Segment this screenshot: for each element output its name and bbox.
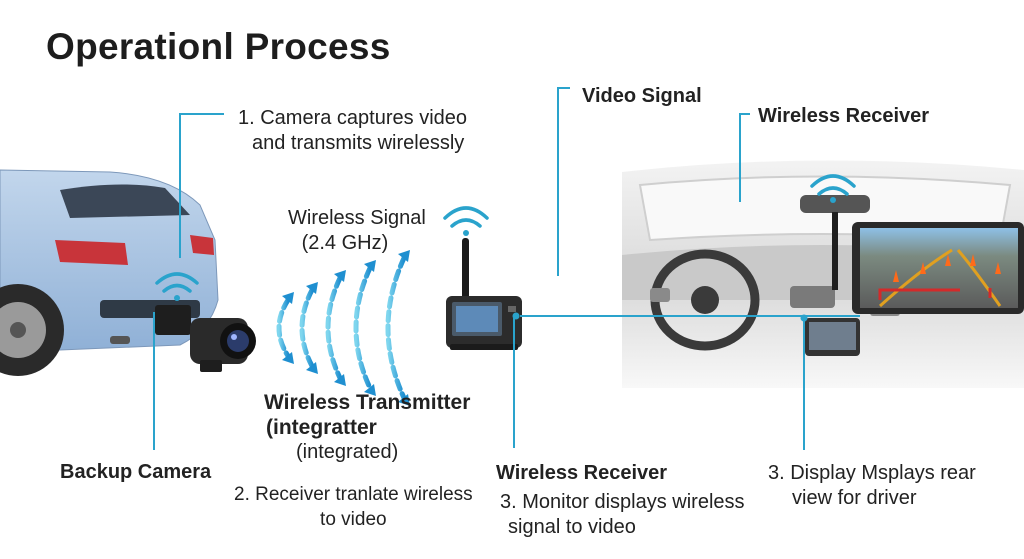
page-title: Operationl Process (46, 26, 391, 67)
step3a-line2: signal to video (508, 516, 636, 538)
backup-camera-device (155, 305, 256, 372)
transmitter-line3: (integrated) (296, 441, 399, 463)
receiver-wifi-icon (810, 174, 856, 203)
wireless-receiver-top-label: Wireless Receiver (758, 105, 930, 127)
car-illustration (0, 169, 219, 376)
transmitter-line2: (integratter (266, 416, 377, 439)
transmitter-label: Wireless Transmitter (integratter (integ… (264, 390, 470, 465)
signal-arrow-heads (282, 250, 410, 406)
backup-camera-label: Backup Camera (60, 461, 212, 483)
connector-lines (153, 87, 860, 450)
step3b-line2: view for driver (792, 487, 917, 509)
signal-wifi-icon (443, 206, 489, 236)
step3b-line1: 3. Display Msplays rear (768, 462, 976, 484)
signal-waves (276, 255, 407, 401)
video-signal-label: Video Signal (582, 85, 702, 107)
wireless-receiver-bottom-label: Wireless Receiver (496, 462, 668, 484)
camera-wifi-icon (155, 272, 199, 301)
transmitter-device (446, 238, 522, 350)
monitor-display (852, 222, 1024, 314)
step3a-line1: 3. Monitor displays wireless (500, 491, 745, 513)
step1-line1: 1. Camera captures video (238, 107, 468, 129)
step3a-label: 3. Monitor displays wireless signal to v… (500, 490, 745, 540)
step2-label: 2. Receiver tranlate wireless to video (234, 482, 473, 532)
step2-line2: to video (320, 509, 387, 530)
wireless-signal-line1: Wireless Signal (288, 207, 426, 229)
step2-line1: 2. Receiver tranlate wireless (234, 484, 473, 505)
step1-line2: and transmits wirelessly (252, 132, 465, 154)
transmitter-line1: Wireless Transmitter (264, 391, 471, 414)
step3b-label: 3. Display Msplays rear view for driver (768, 461, 976, 511)
step1-label: 1. Camera captures video and transmits w… (238, 106, 467, 156)
wireless-signal-line2: (2.4 GHz) (301, 232, 389, 254)
wireless-signal-label: Wireless Signal (2.4 GHz) (288, 206, 426, 256)
